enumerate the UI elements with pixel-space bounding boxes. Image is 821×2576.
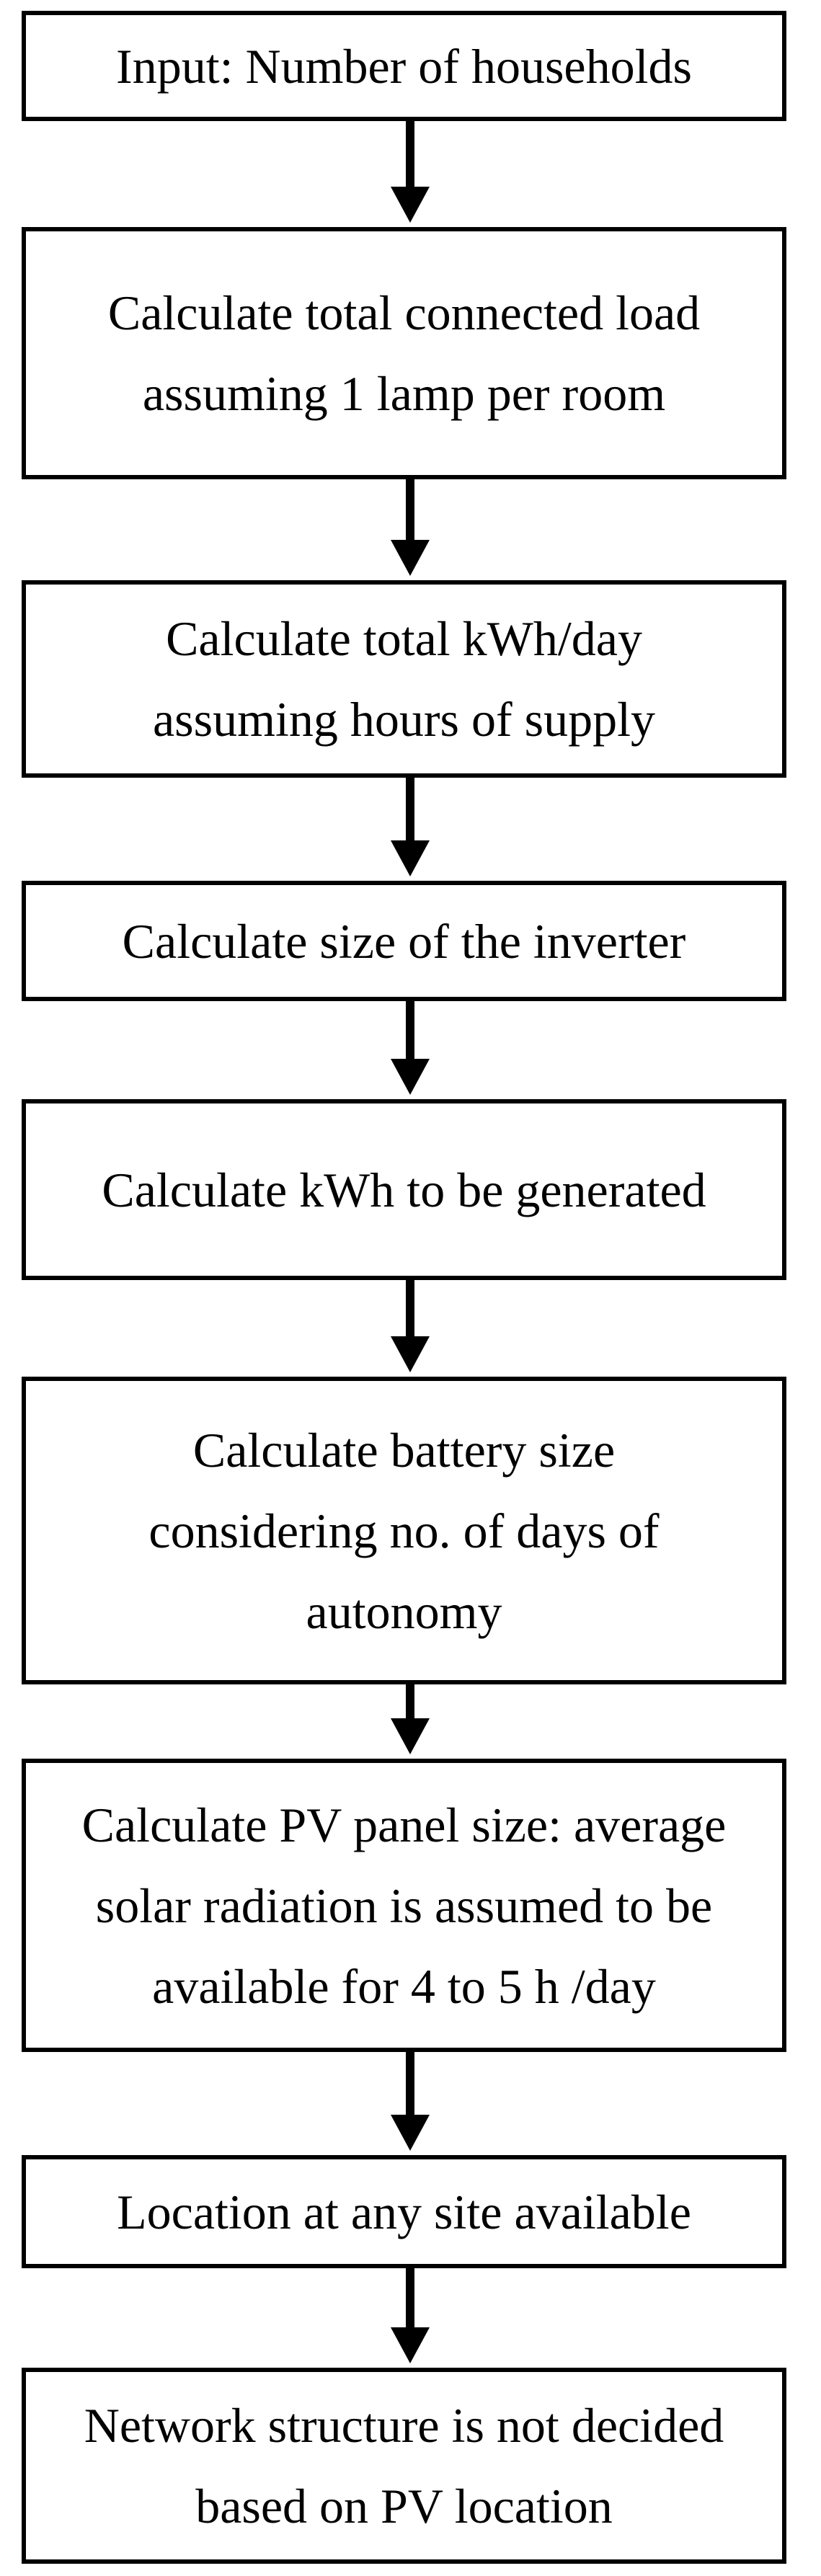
step-text-line: Location at any site available: [117, 2184, 691, 2239]
step-text-line: Calculate size of the inverter: [122, 913, 686, 969]
step-text-line: autonomy: [306, 1584, 502, 1639]
step-text-line: Input: Number of households: [116, 38, 692, 94]
step-total-kwh-day: Calculate total kWh/day assuming hours o…: [22, 580, 786, 778]
step-text-line: available for 4 to 5 h /day: [152, 1958, 656, 2014]
step-text-line: solar radiation is assumed to be: [95, 1878, 713, 1933]
step-pv-panel-size: Calculate PV panel size: average solar r…: [22, 1759, 786, 2052]
step-text-line: considering no. of days of: [148, 1503, 660, 1558]
step-kwh-generated: Calculate kWh to be generated: [22, 1099, 786, 1280]
step-text-line: Calculate kWh to be generated: [102, 1162, 706, 1217]
step-text-line: Network structure is not decided: [84, 2398, 724, 2453]
step-inverter-size: Calculate size of the inverter: [22, 881, 786, 1001]
step-text-line: assuming 1 lamp per room: [142, 366, 666, 421]
step-text-line: based on PV location: [195, 2479, 613, 2533]
step-text-line: Calculate total connected load: [107, 285, 701, 340]
step-text-line: Calculate PV panel size: average: [81, 1797, 727, 1852]
step-text-line: Calculate total kWh/day: [166, 611, 642, 666]
step-battery-size: Calculate battery size considering no. o…: [22, 1377, 786, 1684]
step-network-structure: Network structure is not decided based o…: [22, 2368, 786, 2564]
step-text-line: assuming hours of supply: [153, 692, 655, 747]
step-input-households: Input: Number of households: [22, 11, 786, 121]
step-location-site: Location at any site available: [22, 2155, 786, 2268]
step-total-connected-load: Calculate total connected load assuming …: [22, 227, 786, 479]
step-text-line: Calculate battery size: [192, 1422, 616, 1478]
